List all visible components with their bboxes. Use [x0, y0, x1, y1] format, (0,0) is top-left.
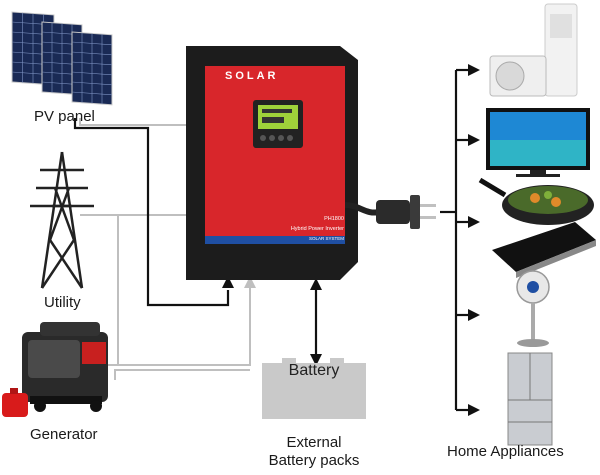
tv-icon	[486, 108, 590, 177]
utility-label: Utility	[44, 294, 81, 311]
refrigerator-icon	[507, 352, 553, 446]
external-battery-label-line1: External	[286, 434, 342, 451]
pv-panel-label: PV panel	[34, 108, 95, 125]
transmission-tower-icon	[30, 151, 94, 289]
induction-cooker-icon	[478, 177, 596, 278]
arrow-icon	[222, 276, 234, 288]
appliance-bus	[440, 68, 470, 412]
home-appliances-label: Home Appliances	[447, 443, 564, 460]
appliance-arrows	[468, 64, 480, 416]
inverter-stripe-text: SOLAR SYSTEM	[308, 236, 344, 241]
inverter-model: PH1800	[324, 216, 344, 222]
battery-icon	[262, 358, 366, 419]
external-battery-label-line2: Battery packs	[268, 452, 360, 469]
air-conditioner-icon	[489, 3, 578, 97]
fan-icon	[516, 270, 550, 347]
inverter-icon	[186, 46, 358, 280]
plug-icon	[344, 195, 436, 229]
arrow-icon	[244, 276, 256, 288]
black-wires	[73, 118, 230, 307]
generator-icon	[2, 322, 108, 417]
solar-panel-icon	[11, 11, 113, 106]
generator-label: Generator	[30, 426, 98, 443]
inverter-description: Hybrid Power Inverter	[290, 226, 344, 232]
inverter-brand: SOLAR	[225, 70, 279, 82]
battery-link	[310, 278, 322, 366]
battery-label: Battery	[288, 362, 340, 379]
